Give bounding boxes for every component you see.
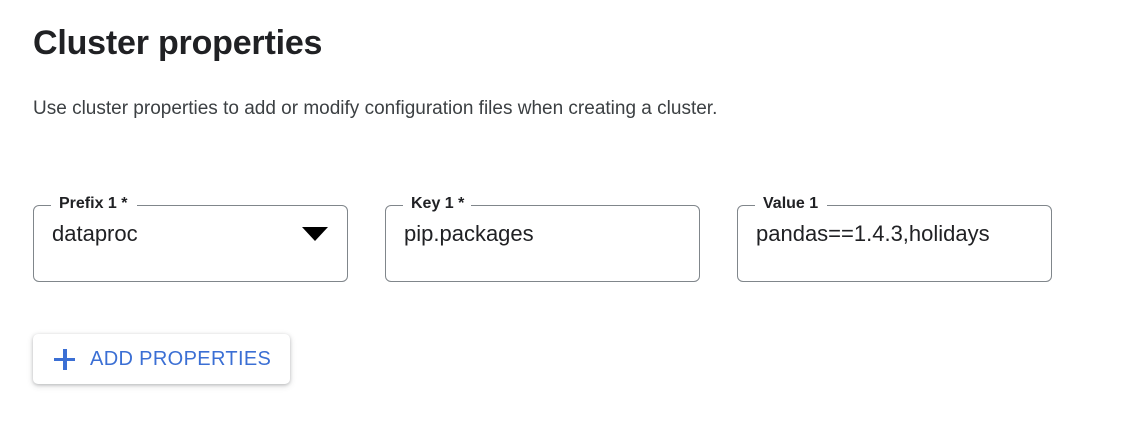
- value-input[interactable]: pandas==1.4.3,holidays: [737, 205, 1052, 263]
- plus-icon: [54, 348, 75, 370]
- key-field[interactable]: Key 1 * pip.packages: [385, 194, 700, 282]
- prefix-select[interactable]: dataproc: [33, 205, 348, 263]
- add-properties-button[interactable]: ADD PROPERTIES: [33, 334, 291, 384]
- property-row: Prefix 1 * dataproc Key 1 * pip.packages…: [33, 194, 1052, 282]
- page-title: Cluster properties: [33, 24, 323, 62]
- prefix-selected-value: dataproc: [52, 221, 138, 246]
- key-field-label: Key 1 *: [407, 194, 469, 214]
- value-field-label: Value 1: [759, 194, 823, 214]
- key-input[interactable]: pip.packages: [385, 205, 700, 263]
- value-input-value: pandas==1.4.3,holidays: [756, 221, 990, 246]
- prefix-field[interactable]: Prefix 1 * dataproc: [33, 194, 348, 282]
- key-input-value: pip.packages: [404, 221, 534, 246]
- page-description: Use cluster properties to add or modify …: [33, 98, 718, 119]
- value-field[interactable]: Value 1 pandas==1.4.3,holidays: [737, 194, 1052, 282]
- prefix-field-label: Prefix 1 *: [55, 194, 132, 214]
- caret-down-icon[interactable]: [302, 227, 328, 241]
- add-properties-button-label: ADD PROPERTIES: [90, 348, 272, 370]
